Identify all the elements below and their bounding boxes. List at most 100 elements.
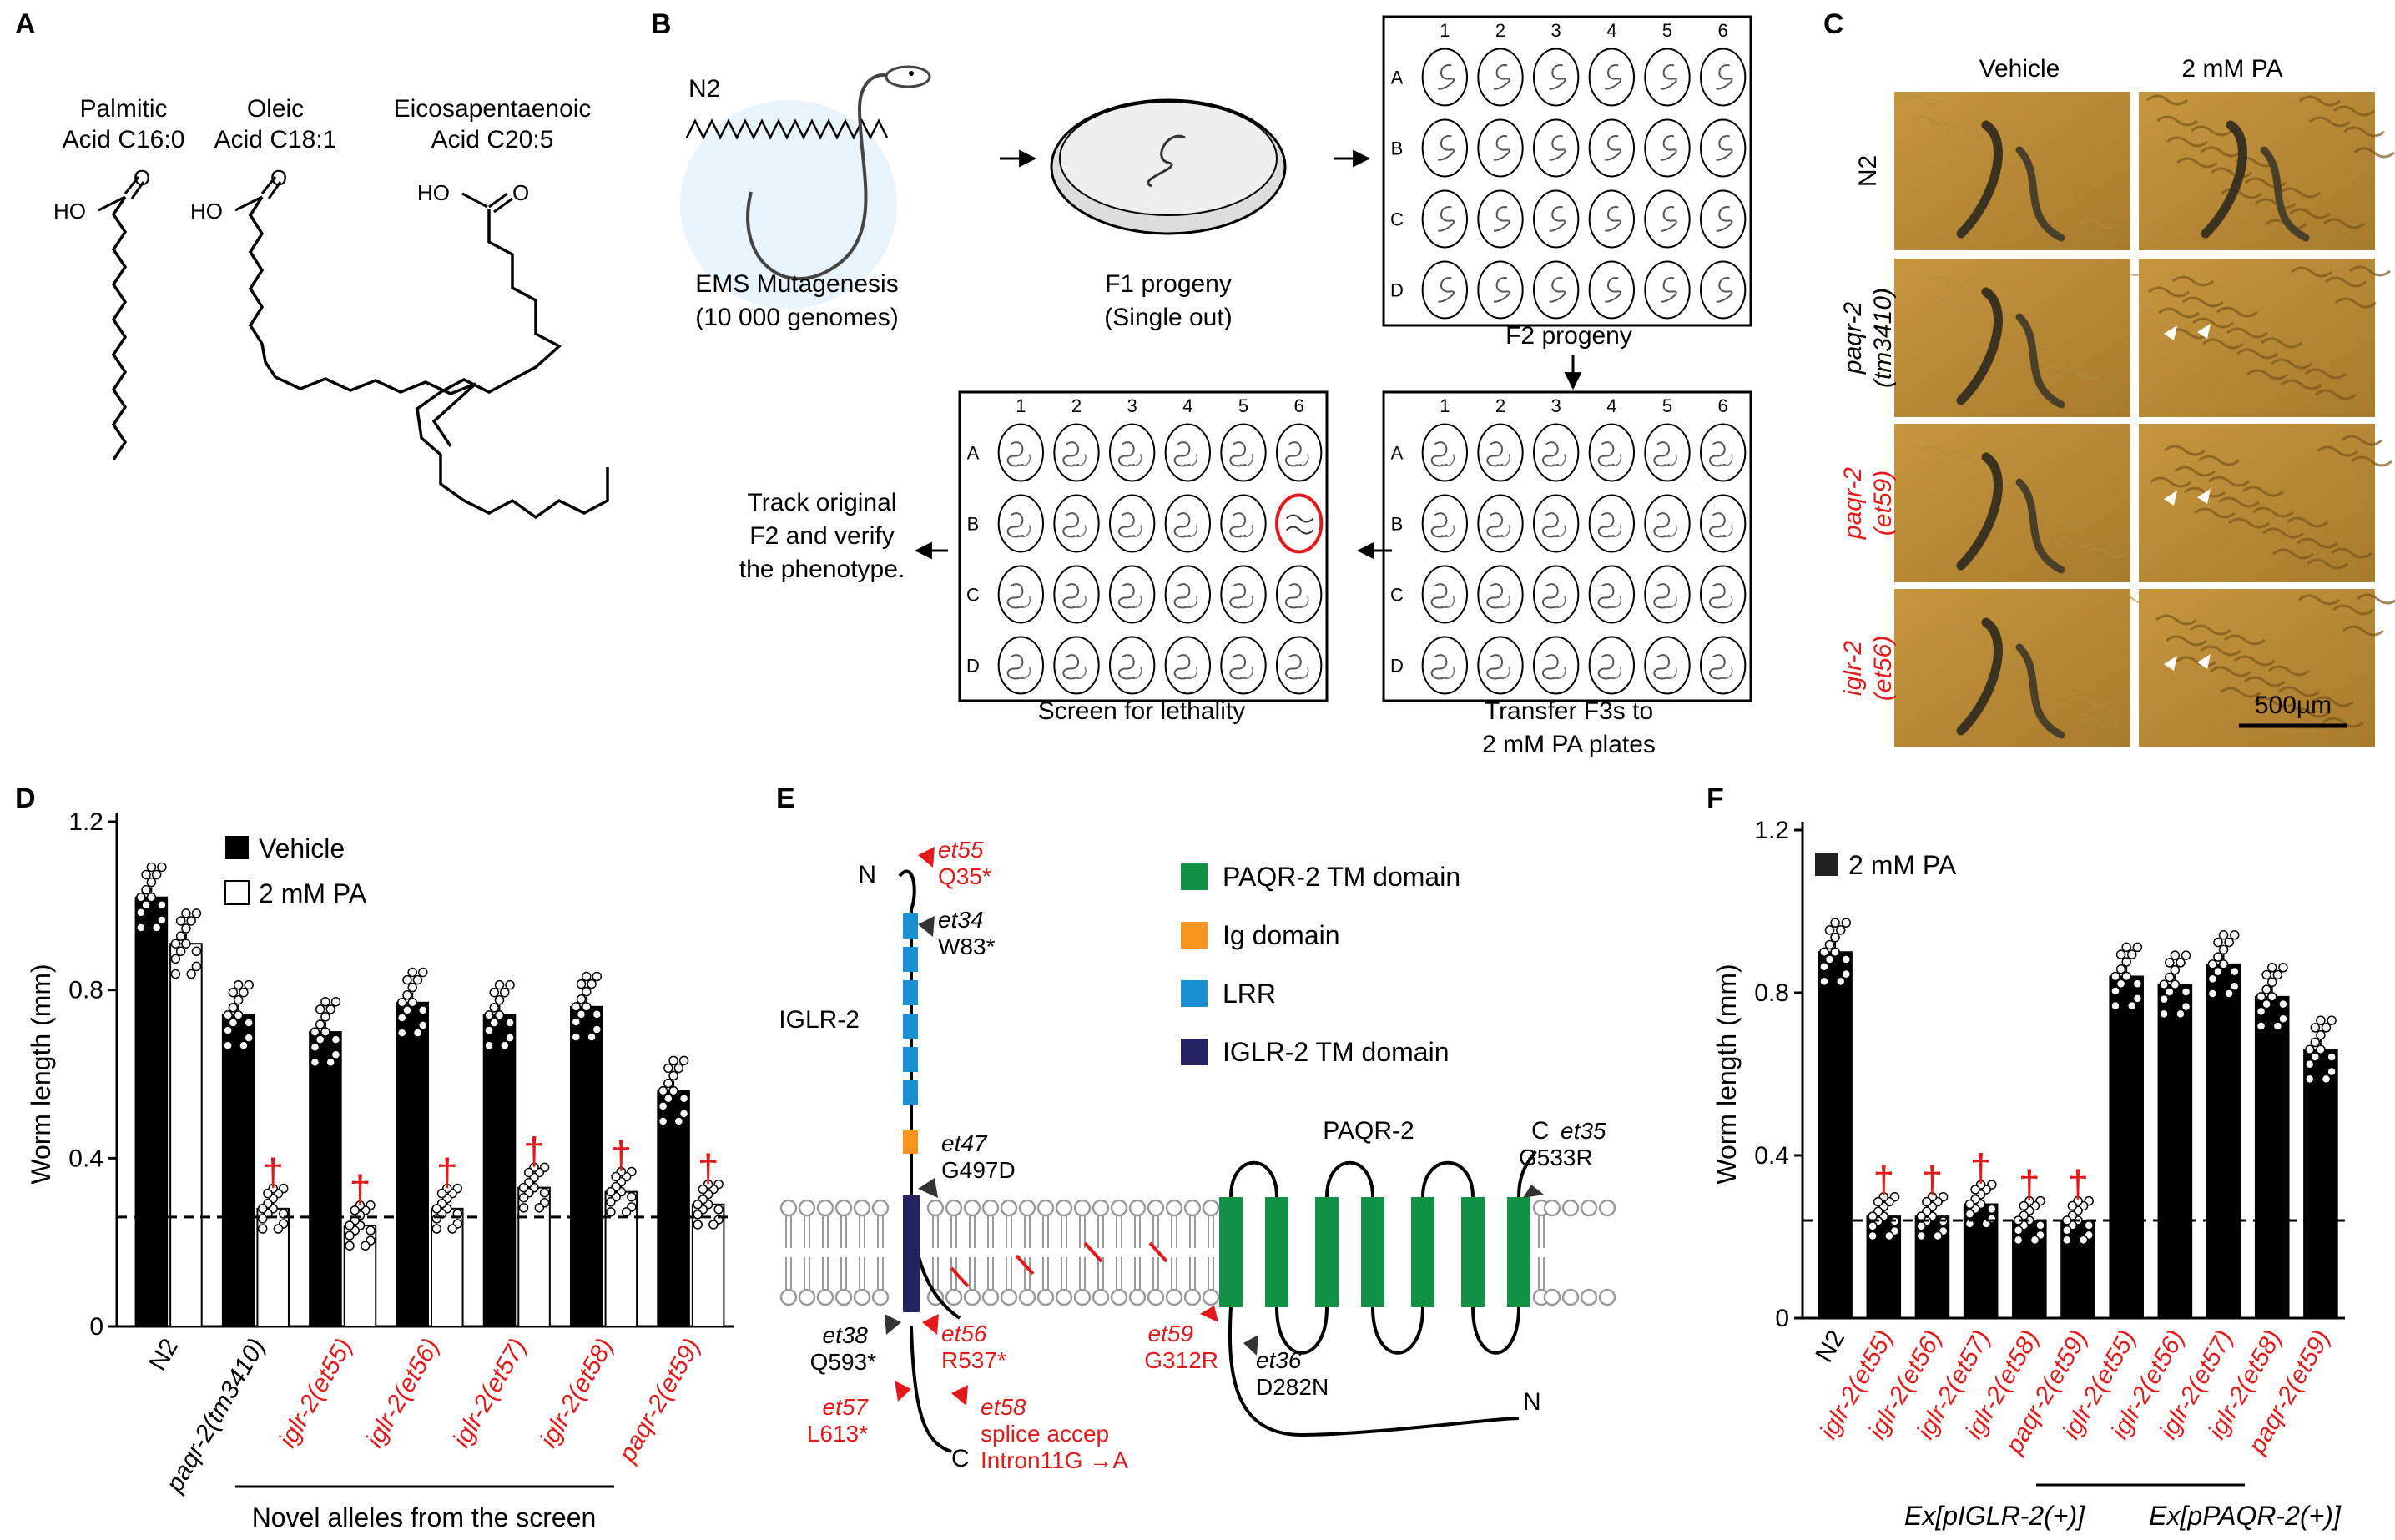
plate-row-label: C	[1390, 209, 1404, 230]
data-point	[2207, 974, 2218, 984]
data-point	[2121, 942, 2131, 953]
legend-vehicle: Vehicle	[259, 833, 345, 863]
data-point	[2278, 963, 2288, 973]
data-point	[447, 1224, 457, 1234]
mut-et35-id: et35	[1561, 1118, 1606, 1144]
n2-label: N2	[688, 75, 720, 103]
plate-row-label: B	[1391, 514, 1404, 535]
strain-label: N2	[1854, 155, 1882, 187]
data-point	[1830, 947, 1840, 957]
data-point	[2013, 1235, 2024, 1246]
plate-well	[997, 423, 1045, 482]
data-point	[412, 1028, 423, 1038]
legend-pa: 2 mM PA	[259, 878, 367, 908]
mut-et34-change: W83*	[938, 934, 996, 959]
data-point	[1868, 1221, 1878, 1231]
data-point	[1824, 939, 1835, 950]
plate-well	[1700, 494, 1747, 553]
data-point	[2256, 1021, 2266, 1031]
y-tick-label: 0	[1775, 1305, 1789, 1332]
data-point	[2110, 986, 2120, 996]
mut-et47-change: G497D	[941, 1157, 1016, 1183]
data-point	[146, 862, 157, 873]
data-point	[698, 1184, 708, 1195]
bar	[2254, 995, 2290, 1319]
bar	[134, 896, 169, 1327]
data-point	[175, 931, 186, 941]
data-point	[157, 900, 167, 910]
data-point	[1987, 1204, 1997, 1215]
plate-well	[1700, 636, 1747, 695]
data-point	[571, 1032, 582, 1042]
panel-a: Palmitic Acid C16:0 Oleic Acid C18:1 Eic…	[53, 95, 609, 520]
mut-et55-id: et55	[938, 837, 984, 863]
plate-row-label: B	[1391, 138, 1404, 159]
plate-well	[1477, 494, 1524, 553]
data-point	[2316, 1044, 2326, 1054]
data-point	[693, 1200, 703, 1210]
paqr2-tm-helix	[1219, 1197, 1243, 1307]
plate-well	[1644, 423, 1691, 482]
panel-label-f: F	[1707, 783, 1724, 814]
data-point	[345, 1220, 355, 1230]
data-point	[257, 1204, 268, 1214]
plate-well	[1700, 118, 1747, 178]
panel-b: N2 EMS Mutagenesis (10 000 genomes) F1 p…	[680, 15, 1752, 758]
palmitic-o: O	[134, 165, 150, 190]
data-point	[407, 982, 417, 993]
plate-well	[1421, 423, 1469, 482]
data-point	[668, 1055, 678, 1066]
data-point	[1970, 1185, 1980, 1195]
data-point	[181, 908, 191, 918]
plate-well	[1644, 118, 1691, 178]
data-point	[2310, 1023, 2321, 1033]
data-point	[505, 1033, 515, 1043]
data-point	[228, 1018, 239, 1028]
data-point	[2013, 1225, 2024, 1236]
plate-well	[1164, 565, 1212, 624]
data-point	[500, 987, 510, 998]
panel-label-e: E	[776, 783, 795, 814]
data-point	[2207, 989, 2218, 999]
plate-well	[1533, 423, 1580, 482]
data-point	[489, 1003, 500, 1013]
mut-et59-change: G312R	[1144, 1347, 1218, 1373]
data-point	[668, 1085, 678, 1096]
x-category-label: paqr-2(et59)	[613, 1334, 706, 1467]
data-point	[582, 1002, 592, 1012]
oleic-chain	[248, 196, 477, 447]
data-point	[431, 1224, 442, 1234]
micrograph-tile	[1894, 424, 2130, 582]
micrograph-tile	[2139, 589, 2375, 747]
plate-well	[1533, 189, 1580, 249]
data-point	[518, 1182, 529, 1193]
data-point	[494, 979, 505, 990]
data-point	[310, 1042, 320, 1052]
micrograph-tile	[1894, 92, 2130, 250]
plate-well	[1477, 189, 1524, 249]
bar	[169, 943, 203, 1328]
plate-well	[1700, 48, 1747, 107]
data-point	[191, 961, 202, 972]
oleic-name: Oleic	[247, 95, 304, 123]
data-point	[2229, 930, 2240, 940]
plate-well	[1164, 494, 1212, 553]
data-point	[2062, 1235, 2072, 1246]
data-point	[278, 1209, 289, 1219]
screen-label: Screen for lethality	[1038, 697, 1245, 725]
plate-well	[1053, 494, 1100, 553]
legend-swatch	[1181, 863, 1208, 890]
plate-well	[1644, 494, 1691, 553]
plate-col-label: 1	[1440, 20, 1450, 41]
data-point	[228, 987, 239, 998]
micrograph-tile	[2139, 92, 2375, 250]
plate-well	[1588, 636, 1636, 695]
data-point	[571, 1017, 582, 1027]
data-point	[2019, 1200, 2029, 1211]
data-point	[489, 987, 500, 998]
data-point	[2218, 944, 2229, 955]
data-point	[678, 1093, 689, 1104]
data-point	[2304, 1044, 2315, 1054]
